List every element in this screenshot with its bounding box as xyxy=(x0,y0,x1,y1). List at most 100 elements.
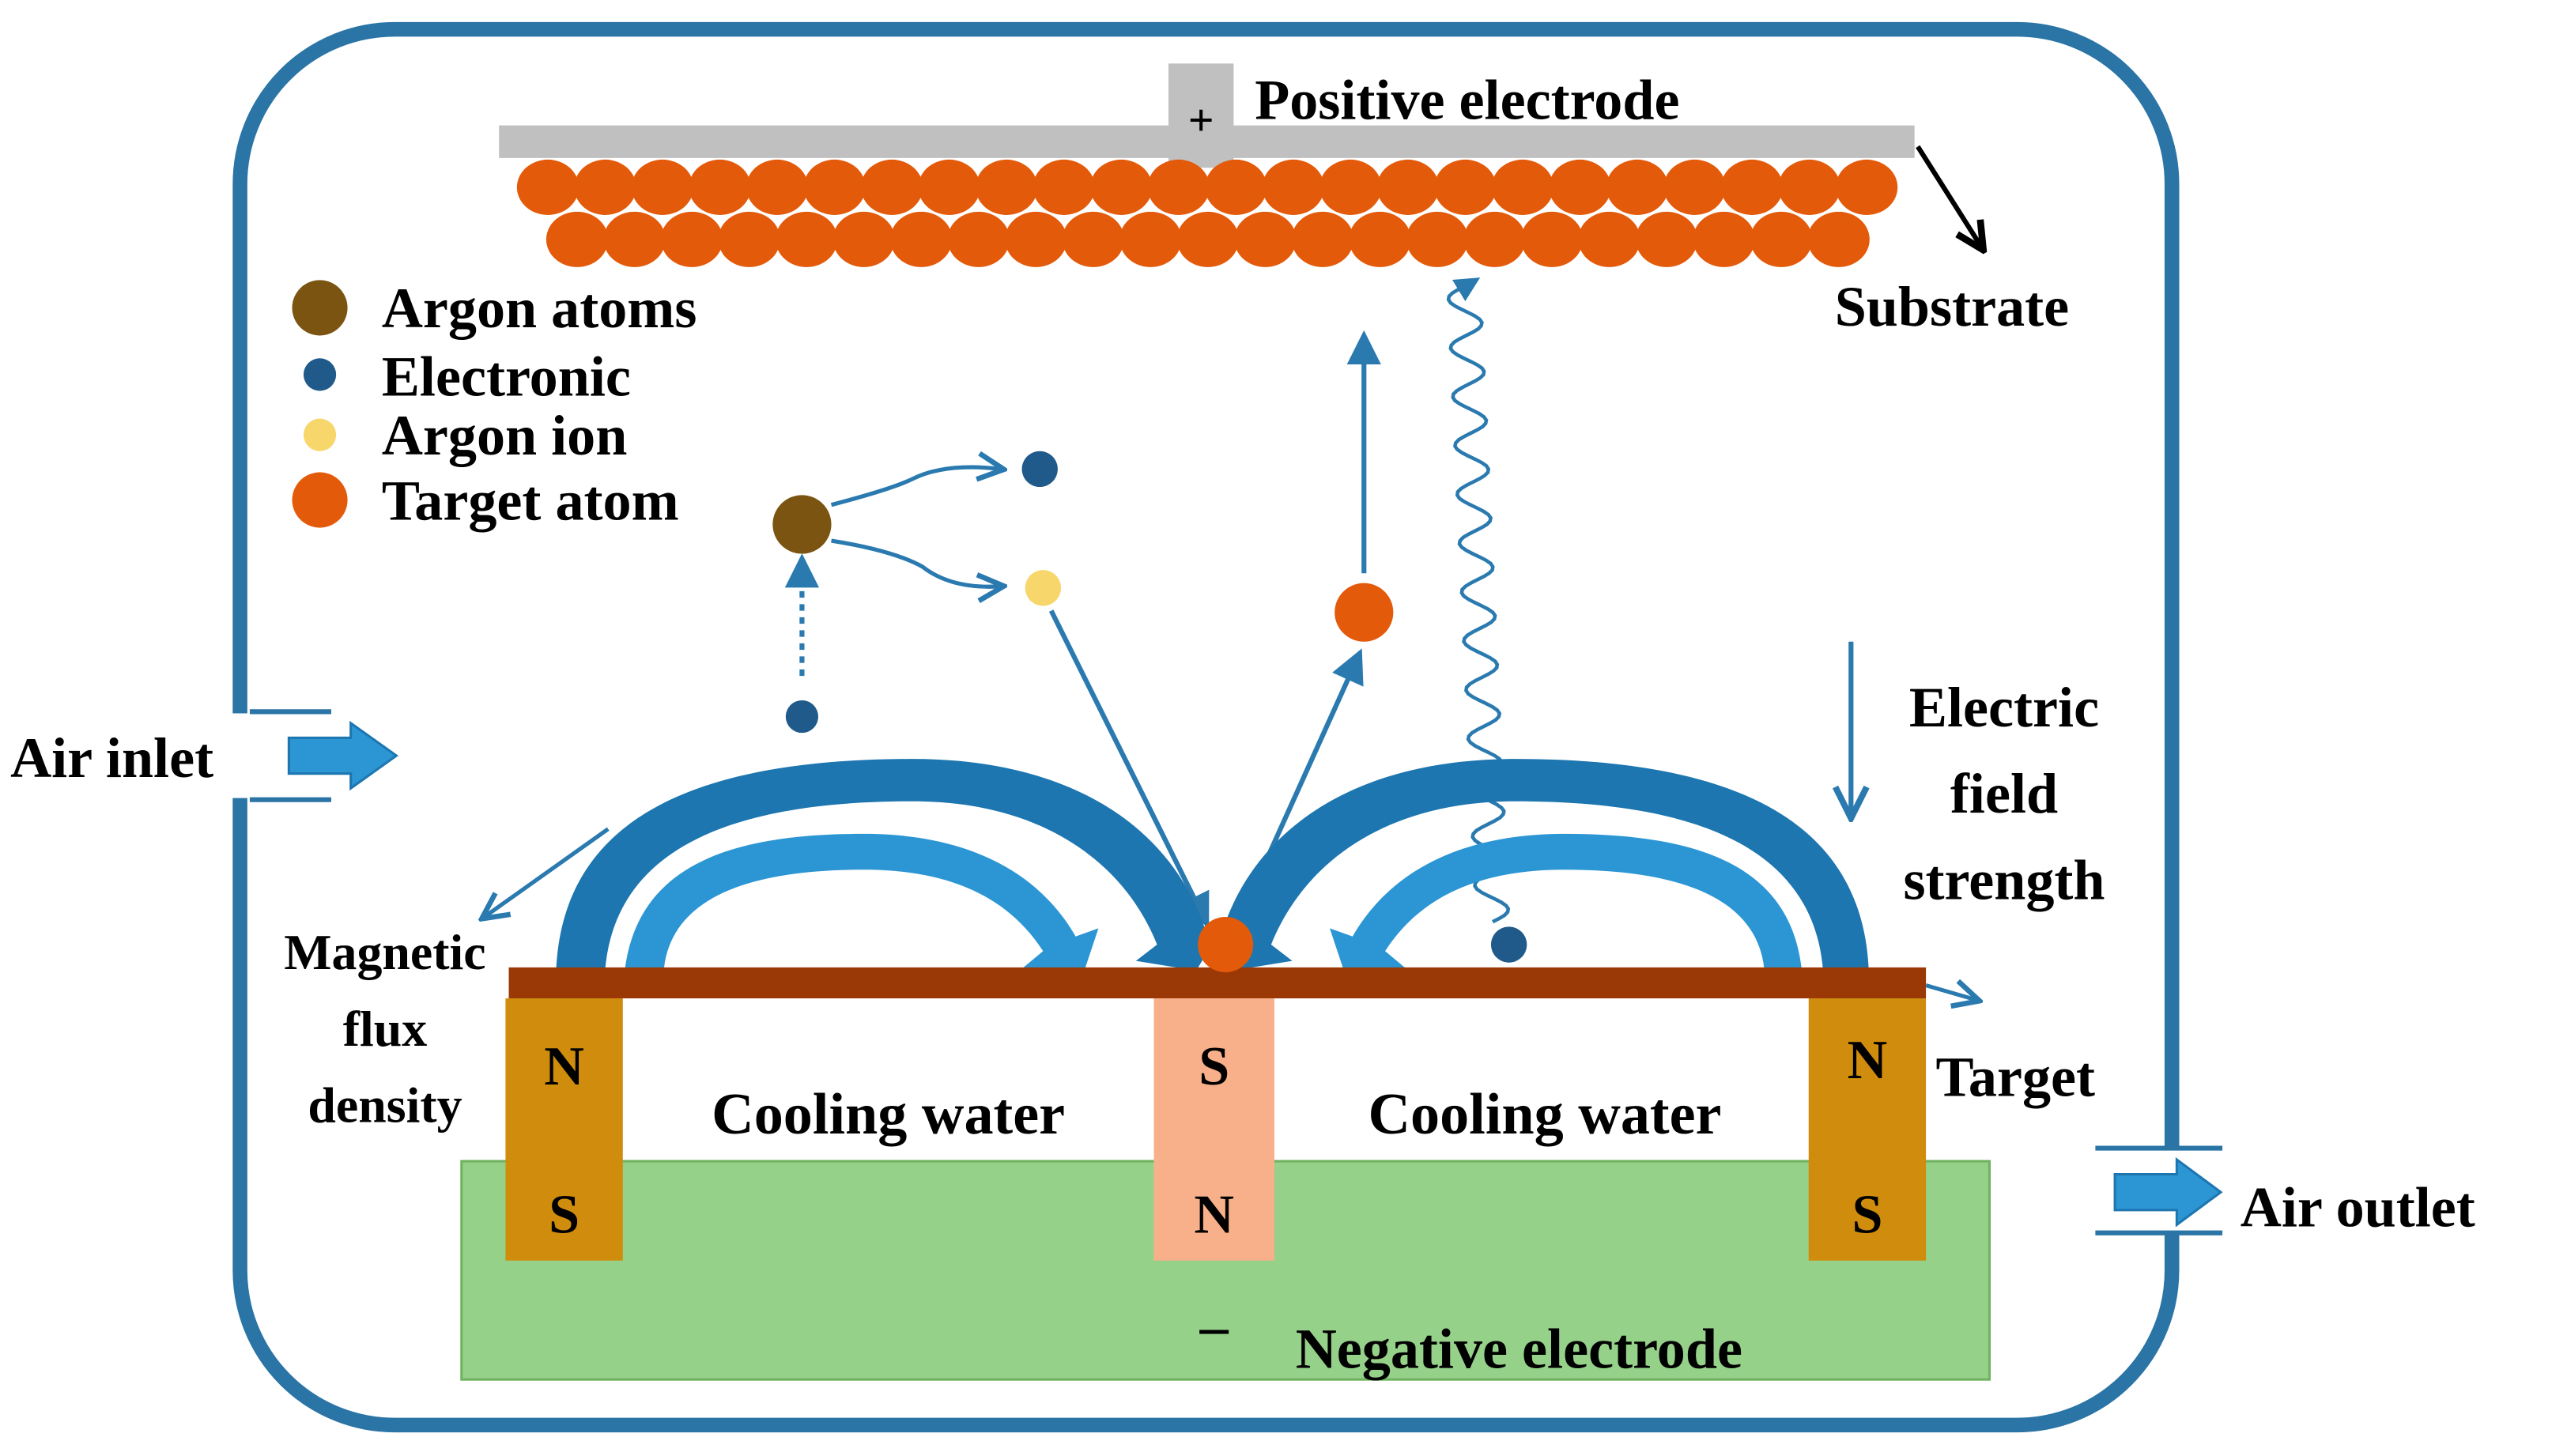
flux-arc-right-inner xyxy=(1329,833,1803,978)
film-atom xyxy=(631,159,694,215)
film-atom xyxy=(976,159,1038,215)
electric-field-label-line2: field xyxy=(1950,762,2058,825)
magnet-center-body xyxy=(1153,998,1274,1261)
negative-electrode-label: Negative electrode xyxy=(1296,1318,1742,1381)
air-inlet-label: Air inlet xyxy=(10,726,213,790)
target-pointer-arrow xyxy=(1925,986,1976,1001)
film-atom xyxy=(1406,211,1469,267)
legend-target-atom-label: Target atom xyxy=(382,469,679,532)
substrate-pointer-arrow xyxy=(1916,145,1980,244)
film-atom xyxy=(1005,211,1067,267)
legend-argon-ion-label: Argon ion xyxy=(382,404,628,467)
magnet-left-bottom-pole: S xyxy=(549,1185,579,1246)
film-atom xyxy=(803,159,866,215)
film-atom xyxy=(918,159,980,215)
film-atom xyxy=(1234,211,1297,267)
film-atom xyxy=(1119,211,1182,267)
film-atom xyxy=(1549,159,1611,215)
legend-argon-ion-marker xyxy=(303,418,337,451)
legend-electron-marker xyxy=(303,358,337,391)
film-atom xyxy=(1434,159,1497,215)
air-outlet-label: Air outlet xyxy=(2241,1175,2475,1239)
flux-arc-left-inner xyxy=(624,833,1099,978)
secondary-electron xyxy=(1490,926,1527,963)
film-atom xyxy=(890,211,953,267)
film-atom xyxy=(1262,159,1324,215)
legend: Argon atoms Electronic Argon ion Target … xyxy=(292,277,697,532)
electric-field-label-line1: Electric xyxy=(1909,676,2099,739)
magnet-right-body xyxy=(1808,998,1927,1261)
film-atom xyxy=(1491,159,1554,215)
film-atom xyxy=(1520,211,1584,267)
film-atom xyxy=(603,211,666,267)
incoming-electron xyxy=(785,700,819,734)
magnet-left-top-pole: N xyxy=(544,1036,584,1097)
magnetic-flux-label-line2: flux xyxy=(343,1001,428,1057)
film-atom xyxy=(1062,211,1124,267)
magnet-right: N S xyxy=(1808,998,1927,1261)
cooling-water-left-label: Cooling water xyxy=(712,1082,1065,1147)
argon-atom xyxy=(772,495,832,554)
film-atom xyxy=(1606,159,1669,215)
argon-ion xyxy=(1025,570,1062,606)
film-atom xyxy=(1176,211,1240,267)
flux-arc-right-outer xyxy=(1202,759,1869,975)
positive-electrode-label: Positive electrode xyxy=(1255,68,1679,131)
target-label: Target xyxy=(1935,1046,2095,1109)
air-outlet-arrow xyxy=(2113,1156,2223,1228)
film-atom xyxy=(947,211,1010,267)
film-atom xyxy=(516,159,579,215)
positive-electrode-terminal xyxy=(1168,63,1234,168)
positive-electrode-plus: + xyxy=(1188,96,1214,145)
film-atom xyxy=(1778,159,1840,215)
film-atom xyxy=(1291,211,1354,267)
film-atom xyxy=(1807,211,1870,267)
film-atom xyxy=(689,159,751,215)
film-atom xyxy=(1750,211,1813,267)
film-atom xyxy=(1349,211,1411,267)
freed-electron-path xyxy=(830,467,1001,507)
film-atom xyxy=(1033,159,1095,215)
legend-electronic-label: Electronic xyxy=(382,345,631,409)
magnet-left-body xyxy=(505,998,623,1261)
argon-ion-path xyxy=(831,538,1001,587)
ion-bombardment-arrow xyxy=(1048,609,1210,928)
film-atom xyxy=(574,159,636,215)
film-atom xyxy=(1090,159,1153,215)
target-plate xyxy=(508,967,1927,999)
target-atom-on-surface xyxy=(1198,917,1254,973)
air-inlet-gap xyxy=(228,713,252,798)
film-atom xyxy=(1720,159,1784,215)
film-atom xyxy=(861,159,923,215)
film-atom xyxy=(776,211,838,267)
film-atom xyxy=(718,211,780,267)
film-atom xyxy=(832,211,895,267)
film-atom xyxy=(1376,159,1440,215)
magnet-right-bottom-pole: S xyxy=(1852,1185,1882,1246)
magnet-center: S N xyxy=(1153,998,1274,1261)
film-atom xyxy=(546,211,609,267)
film-atom xyxy=(1693,211,1755,267)
legend-argon-atoms-label: Argon atoms xyxy=(382,277,697,340)
substrate-label: Substrate xyxy=(1835,275,2069,338)
flux-arc-left-outer xyxy=(556,759,1226,975)
magnetic-flux-pointer xyxy=(485,827,610,917)
sputtered-target-atom xyxy=(1335,583,1394,642)
magnetic-flux-label-line1: Magnetic xyxy=(284,924,485,980)
magnetic-flux-lines xyxy=(485,759,1869,978)
magnet-right-top-pole: N xyxy=(1848,1030,1888,1091)
film-atom xyxy=(1578,211,1640,267)
secondary-electron-wavy-path xyxy=(1446,277,1511,924)
film-atom xyxy=(1663,159,1726,215)
ionization-process xyxy=(772,451,1062,734)
negative-electrode-minus: – xyxy=(1199,1295,1229,1358)
magnet-center-top-pole: S xyxy=(1199,1036,1229,1097)
film-atom xyxy=(1319,159,1382,215)
deposited-film-layer xyxy=(516,159,1898,267)
magnet-left: N S xyxy=(505,998,623,1261)
film-atom xyxy=(1147,159,1210,215)
electric-field-label-line3: strength xyxy=(1903,848,2105,911)
film-atom xyxy=(660,211,723,267)
legend-target-atom-marker xyxy=(292,472,348,528)
